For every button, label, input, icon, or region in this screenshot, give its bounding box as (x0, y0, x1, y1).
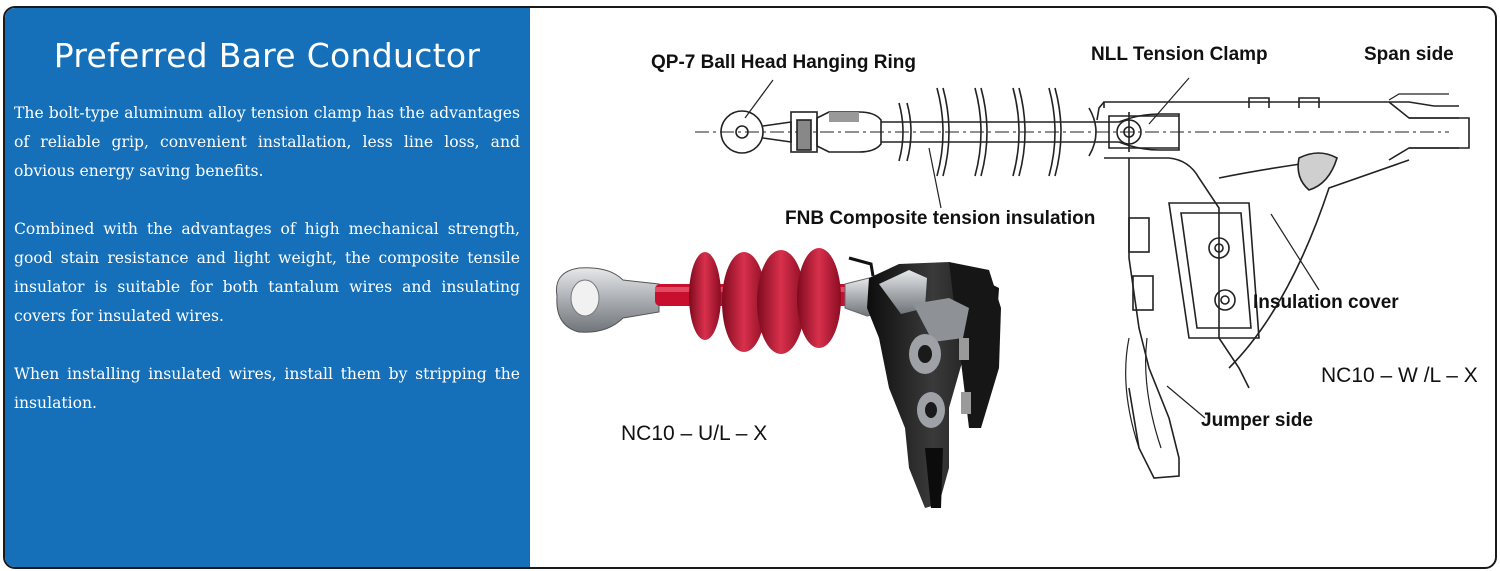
description-paragraph-3: When installing insulated wires, install… (14, 365, 520, 412)
description-paragraph-1: The bolt-type aluminum alloy tension cla… (14, 104, 520, 180)
diagram-panel: QP-7 Ball Head Hanging Ring NLL Tension … (529, 8, 1495, 567)
model-photo: NC10 – U/L – X (621, 422, 767, 445)
product-photo (555, 248, 1001, 508)
technical-drawing (695, 77, 1470, 479)
tension-clamp-drawing (1096, 97, 1459, 479)
product-card: Preferred Bare Conductor The bolt-type a… (3, 6, 1497, 569)
label-tension-clamp: NLL Tension Clamp (1091, 44, 1268, 65)
model-drawing: NC10 – W /L – X (1321, 364, 1478, 387)
assembly-diagram: QP-7 Ball Head Hanging Ring NLL Tension … (555, 44, 1478, 508)
label-jumper-side: Jumper side (1201, 410, 1313, 431)
panel-title: Preferred Bare Conductor (53, 36, 481, 75)
description-paragraph-2: Combined with the advantages of high mec… (14, 220, 520, 325)
label-span-side: Span side (1364, 44, 1454, 65)
label-insulation: FNB Composite tension insulation (785, 208, 1095, 229)
description-panel: Preferred Bare Conductor The bolt-type a… (5, 8, 529, 567)
label-insulation-cover: Insulation cover (1253, 292, 1399, 313)
panel-divider (529, 8, 530, 567)
span-conductor-drawing (1409, 117, 1470, 149)
label-hanging-ring: QP-7 Ball Head Hanging Ring (651, 52, 916, 73)
insulator-drawing (881, 87, 1180, 177)
hanging-ring-drawing (720, 110, 882, 154)
leader-lines (744, 77, 1449, 419)
